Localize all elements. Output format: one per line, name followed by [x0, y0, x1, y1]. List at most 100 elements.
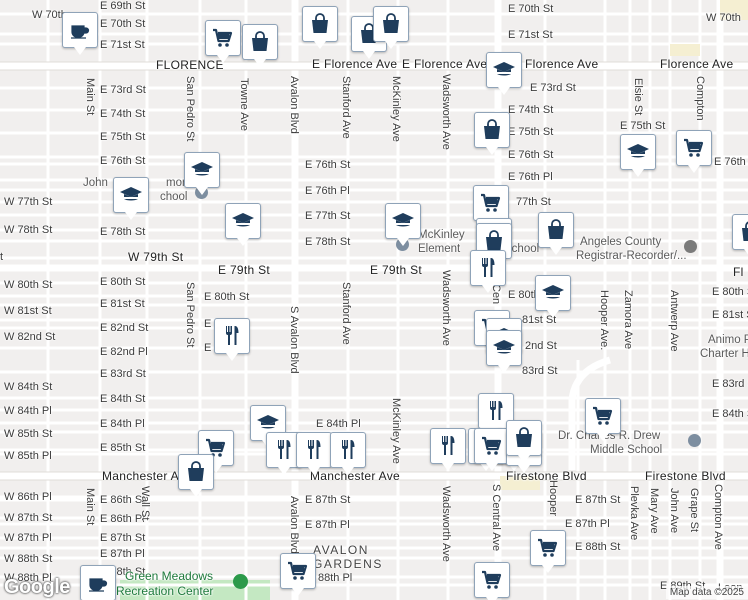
street-label: W 87th St	[4, 512, 53, 524]
map-attribution[interactable]: Map data ©2025	[665, 586, 748, 599]
poi-label[interactable]: Element	[418, 243, 461, 255]
shop-pin[interactable]	[676, 130, 712, 173]
street-label: E 81st St	[100, 298, 145, 310]
cart-icon	[684, 138, 704, 157]
street-label: E 87th Pl	[305, 519, 350, 531]
store-pin[interactable]	[242, 24, 278, 67]
poi-label[interactable]: McKinley	[418, 229, 465, 241]
park-poi-icon[interactable]	[233, 574, 248, 589]
school-icon	[493, 62, 515, 76]
street-label: E	[204, 342, 212, 354]
street-label: E 84th St	[712, 408, 748, 420]
shop-pin[interactable]	[474, 428, 510, 471]
poi-label[interactable]: Middle School	[590, 444, 663, 456]
street-label: E 75th St	[620, 120, 666, 132]
school-pin[interactable]	[385, 203, 421, 246]
poi-label[interactable]: Charter Hig	[700, 348, 748, 360]
store-pin[interactable]	[178, 454, 214, 497]
shop-pin[interactable]	[530, 530, 566, 573]
school-pin[interactable]	[486, 52, 522, 95]
poi-label[interactable]: Animo P	[708, 334, 748, 346]
store-pin[interactable]	[732, 214, 748, 257]
street-label: E 71st St	[508, 29, 553, 41]
street-label-major: E Florence Ave	[402, 57, 488, 71]
street-label: E 80th St	[712, 286, 748, 298]
restaurant-pin[interactable]	[214, 318, 250, 361]
school-pin[interactable]	[225, 203, 261, 246]
street-label-vertical: Mary Ave	[648, 488, 660, 534]
restaurant-pin[interactable]	[330, 432, 366, 475]
school-pin[interactable]	[620, 134, 656, 177]
bag-icon	[548, 219, 564, 239]
street-label-vertical: Main St	[84, 78, 96, 116]
school-icon	[232, 213, 254, 227]
store-pin[interactable]	[373, 6, 409, 49]
cart-icon	[482, 570, 502, 589]
bag-icon	[383, 13, 399, 33]
street-label: t	[0, 251, 4, 263]
street-label: E 74th St	[100, 108, 146, 120]
street-label: W 80th St	[4, 279, 53, 291]
area-label: GARDENS	[313, 557, 383, 571]
poi-label[interactable]: Registrar-Recorder/...	[576, 250, 687, 262]
poi-label[interactable]: Dr. Charles R. Drew	[558, 430, 661, 442]
street-label-major: E 79th St	[370, 263, 423, 277]
school-pin[interactable]	[535, 275, 571, 318]
shop-pin[interactable]	[280, 553, 316, 596]
school-poi-icon[interactable]	[688, 434, 701, 447]
government-poi-icon[interactable]	[684, 240, 697, 253]
street-label-vertical: Hooper Ave.	[598, 290, 610, 351]
street-label: E 76th St	[305, 159, 351, 171]
poi-label[interactable]: John	[83, 177, 108, 189]
fork-icon	[442, 436, 455, 455]
school-pin[interactable]	[184, 152, 220, 195]
street-label: W 82nd St	[4, 331, 56, 343]
poi-label[interactable]: chool	[160, 191, 188, 203]
shop-pin[interactable]	[474, 562, 510, 600]
street-label: E 78th St	[305, 236, 351, 248]
poi-label[interactable]: mon	[166, 177, 189, 189]
poi-label[interactable]: Angeles County	[580, 236, 662, 248]
bag-icon	[188, 461, 204, 481]
restaurant-pin[interactable]	[470, 250, 506, 293]
street-label: W 84th St	[4, 381, 53, 393]
street-label-major: FLORENCE	[156, 58, 224, 72]
school-pin[interactable]	[113, 177, 149, 220]
street-label-vertical: Towne Ave	[238, 78, 250, 132]
park-label[interactable]: Green Meadows	[125, 569, 214, 583]
street-label-major: Manchester Ave	[310, 469, 401, 483]
poi-label[interactable]: School	[504, 243, 540, 255]
cafe-pin[interactable]	[62, 12, 98, 55]
cart-icon	[481, 193, 501, 212]
street-label: E 87th Pl	[565, 518, 610, 530]
street-label: E	[204, 318, 212, 330]
fork-icon	[490, 401, 503, 420]
street-label-vertical: Stanford Ave	[340, 76, 352, 139]
google-logo: Google	[4, 576, 70, 598]
store-pin[interactable]	[538, 212, 574, 255]
cafe-icon	[71, 25, 90, 39]
shop-pin[interactable]	[585, 398, 621, 441]
restaurant-pin[interactable]	[430, 428, 466, 471]
street-label: E 87th Pl	[100, 548, 145, 560]
street-label: E 87th St	[100, 532, 146, 544]
store-pin[interactable]	[506, 420, 542, 463]
fork-icon	[308, 440, 321, 459]
park-label[interactable]: Recreation Center	[116, 584, 214, 598]
street-label: W 85th Pl	[4, 450, 52, 462]
street-label: E 83rd St	[712, 378, 748, 390]
shop-pin[interactable]	[473, 185, 509, 228]
cafe-pin[interactable]	[80, 565, 116, 600]
store-pin[interactable]	[302, 6, 338, 49]
store-pin[interactable]	[474, 112, 510, 155]
street-label: E 76th St	[714, 156, 748, 168]
street-label: 2nd St	[525, 340, 557, 352]
street-label-vertical: Wadsworth Ave	[440, 270, 452, 346]
street-label: E 80th St	[100, 276, 146, 288]
restaurant-pin[interactable]	[296, 432, 332, 475]
shop-pin[interactable]	[205, 20, 241, 63]
school-pin[interactable]	[486, 330, 522, 373]
street-label-major: Firestone Blvd	[506, 469, 587, 483]
street-label-major: E Florence Ave	[312, 57, 398, 71]
